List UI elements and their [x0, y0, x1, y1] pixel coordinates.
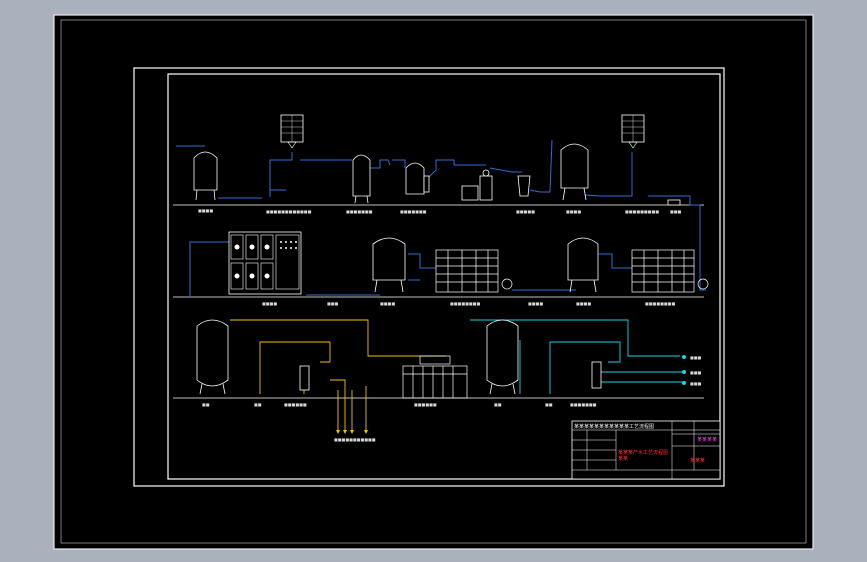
yellow-outlets	[336, 430, 368, 434]
svg-text:■■■■■■■■: ■■■■■■■■	[450, 301, 480, 306]
svg-text:■■: ■■	[545, 402, 553, 407]
cyan-pipes	[470, 319, 686, 394]
paper-border	[133, 67, 725, 487]
product-water-outlets	[682, 355, 686, 385]
ro-rack-2	[631, 249, 709, 293]
control-panel	[228, 231, 302, 295]
svg-text:■■■■■■■: ■■■■■■■	[400, 209, 427, 214]
row1-tanks	[193, 143, 681, 206]
row3-equipment-labels: ■■■■■■■■■ ■■■■■■■■■■ ■■■■■■■■ ■■■■■■■■■ …	[202, 355, 702, 442]
title-block-heading: 某某某某某某某某某某某工艺流程图	[574, 423, 654, 430]
title-block-red-code: 某某某	[690, 458, 705, 464]
frame-border	[167, 73, 721, 480]
sheet-inner-border	[60, 19, 807, 544]
svg-text:■■■: ■■■	[690, 355, 702, 360]
svg-text:■■■: ■■■	[690, 370, 702, 375]
svg-text:■■: ■■	[202, 402, 210, 407]
svg-text:■■■■: ■■■■	[198, 208, 213, 213]
svg-text:■■■■: ■■■■	[566, 209, 581, 214]
row2-tanks	[372, 237, 599, 293]
svg-text:■■■■■■: ■■■■■■	[414, 402, 437, 407]
svg-text:■■■■■■■■■■■: ■■■■■■■■■■■	[334, 437, 376, 442]
svg-text:■■■■■■■■: ■■■■■■■■	[645, 301, 675, 306]
title-block-red-title: 某某某产水工艺流程图	[618, 449, 668, 456]
svg-text:■■■■: ■■■■	[380, 301, 395, 306]
filter-unit-1	[280, 114, 304, 149]
row1-equipment-labels: ■■■■ ■■■■■■■■■■■■ ■■■■■■■ ■■■■■■■ ■■■■■ …	[198, 208, 682, 214]
svg-text:■■■■■■■: ■■■■■■■	[346, 209, 373, 214]
filter-unit-2	[621, 114, 645, 149]
yellow-pipes	[230, 319, 446, 430]
ro-rack-1	[435, 249, 513, 293]
title-block-magenta-label: 某某某某	[697, 437, 717, 443]
svg-text:■■■: ■■■	[327, 301, 339, 306]
svg-text:■■■■■■■: ■■■■■■■	[570, 402, 597, 407]
svg-text:■■: ■■	[254, 402, 262, 407]
edi-rack	[402, 355, 468, 399]
row2-equipment-labels: ■■■■ ■■■ ■■■■ ■■■■■■■■ ■■■■ ■■■■ ■■■■■■■…	[262, 301, 675, 306]
title-block: 某某某某某某某某某某某工艺流程图 某某某产水工艺流程图 某某 某某某某 某某某	[571, 420, 721, 480]
svg-text:■■■■■■: ■■■■■■	[284, 402, 307, 407]
title-block-red-sub: 某某	[618, 456, 628, 462]
svg-text:■■■: ■■■	[690, 381, 702, 386]
row1-pipes	[176, 139, 691, 205]
svg-text:■■■■■■■■■: ■■■■■■■■■	[625, 209, 659, 214]
svg-text:■■■■■■■■■■■■: ■■■■■■■■■■■■	[266, 209, 312, 214]
row3-tanks	[196, 319, 602, 395]
svg-text:■■■■: ■■■■	[576, 301, 591, 306]
svg-text:■■■■: ■■■■	[528, 301, 543, 306]
svg-text:■■■: ■■■	[670, 209, 682, 214]
svg-text:■■■■: ■■■■	[262, 301, 277, 306]
svg-text:■■: ■■	[494, 402, 502, 407]
svg-text:■■■■■: ■■■■■	[516, 209, 535, 214]
